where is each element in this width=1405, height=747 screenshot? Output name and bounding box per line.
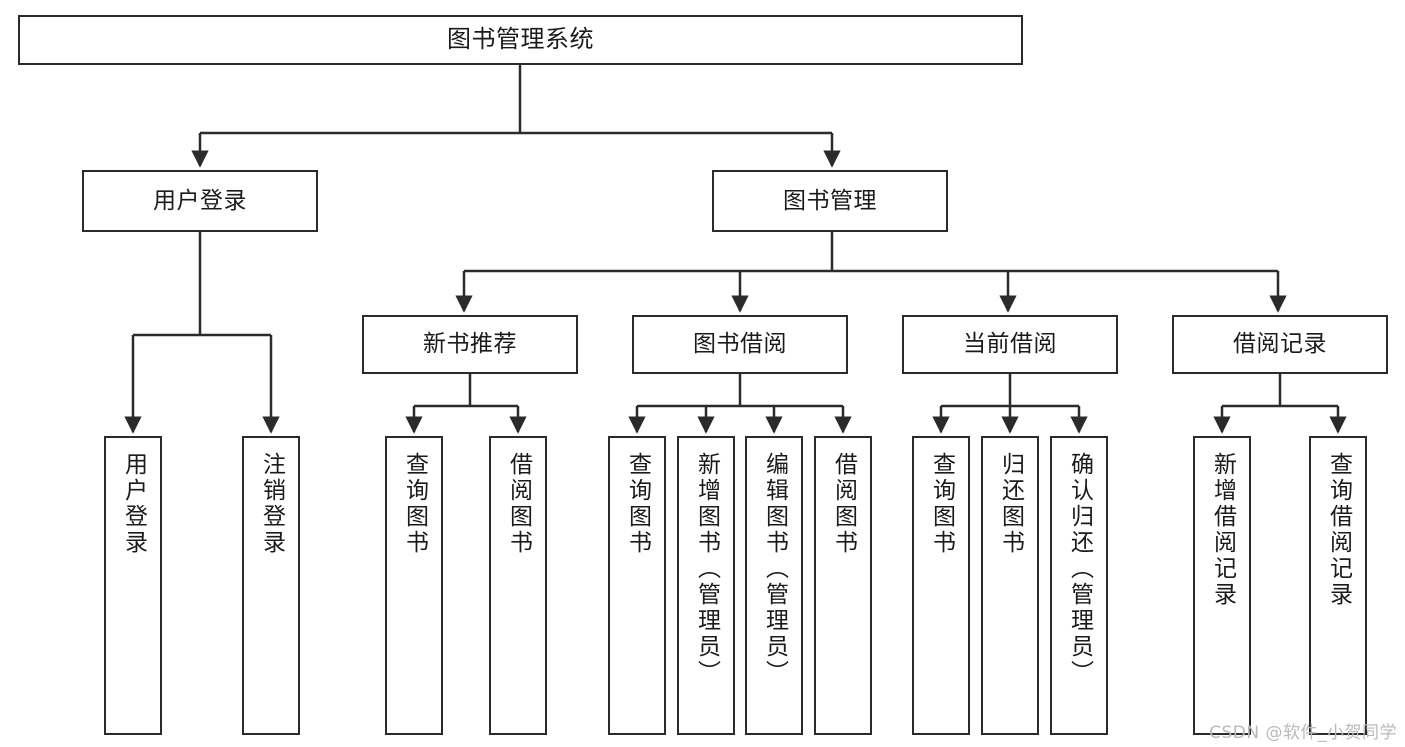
- node-label: 查询图书: [401, 452, 428, 556]
- node-label: 查询图书: [928, 452, 955, 556]
- node-user-login[interactable]: 用户登录: [82, 170, 318, 232]
- leaf-borrow-record-add-record[interactable]: 新增借阅记录: [1193, 436, 1251, 735]
- node-label: 借阅图书: [505, 452, 532, 556]
- node-label: 图书借阅: [693, 331, 787, 358]
- node-label: 图书管理: [783, 187, 877, 214]
- leaf-borrow-record-query-record[interactable]: 查询借阅记录: [1309, 436, 1367, 735]
- node-root-book-management-system[interactable]: 图书管理系统: [18, 15, 1023, 65]
- node-label: 图书管理系统: [447, 25, 594, 54]
- node-label: 确认归还（管理员）: [1066, 452, 1093, 686]
- leaf-book-borrow-add-book-admin[interactable]: 新增图书（管理员）: [677, 436, 735, 735]
- node-label: 新增借阅记录: [1209, 452, 1236, 608]
- watermark: CSDN @软件_小贺同学: [1209, 723, 1397, 743]
- leaf-current-borrow-return-book[interactable]: 归还图书: [981, 436, 1039, 735]
- node-book-borrow[interactable]: 图书借阅: [632, 315, 848, 374]
- node-label: 借阅图书: [830, 452, 857, 556]
- node-label: 编辑图书（管理员）: [761, 452, 788, 686]
- leaf-new-book-borrow-book[interactable]: 借阅图书: [489, 436, 547, 735]
- leaf-book-borrow-edit-book-admin[interactable]: 编辑图书（管理员）: [745, 436, 803, 735]
- node-label: 归还图书: [997, 452, 1024, 556]
- node-book-management[interactable]: 图书管理: [712, 170, 948, 232]
- node-label: 注销登录: [258, 452, 285, 556]
- node-label: 借阅记录: [1233, 331, 1327, 358]
- node-label: 当前借阅: [963, 331, 1057, 358]
- leaf-current-borrow-query-book[interactable]: 查询图书: [912, 436, 970, 735]
- node-label: 用户登录: [120, 452, 147, 556]
- leaf-book-borrow-borrow-book[interactable]: 借阅图书: [814, 436, 872, 735]
- node-current-borrow[interactable]: 当前借阅: [902, 315, 1118, 374]
- node-label: 查询借阅记录: [1325, 452, 1352, 608]
- node-label: 查询图书: [624, 452, 651, 556]
- node-label: 用户登录: [153, 187, 247, 214]
- node-label: 新书推荐: [423, 331, 517, 358]
- leaf-new-book-query-book[interactable]: 查询图书: [385, 436, 443, 735]
- leaf-user-login-logout[interactable]: 注销登录: [242, 436, 300, 735]
- leaf-user-login-login[interactable]: 用户登录: [104, 436, 162, 735]
- node-label: 新增图书（管理员）: [693, 452, 720, 686]
- leaf-book-borrow-query-book[interactable]: 查询图书: [608, 436, 666, 735]
- node-borrow-record[interactable]: 借阅记录: [1172, 315, 1388, 374]
- leaf-current-borrow-confirm-return-admin[interactable]: 确认归还（管理员）: [1050, 436, 1108, 735]
- node-new-book-recommend[interactable]: 新书推荐: [362, 315, 578, 374]
